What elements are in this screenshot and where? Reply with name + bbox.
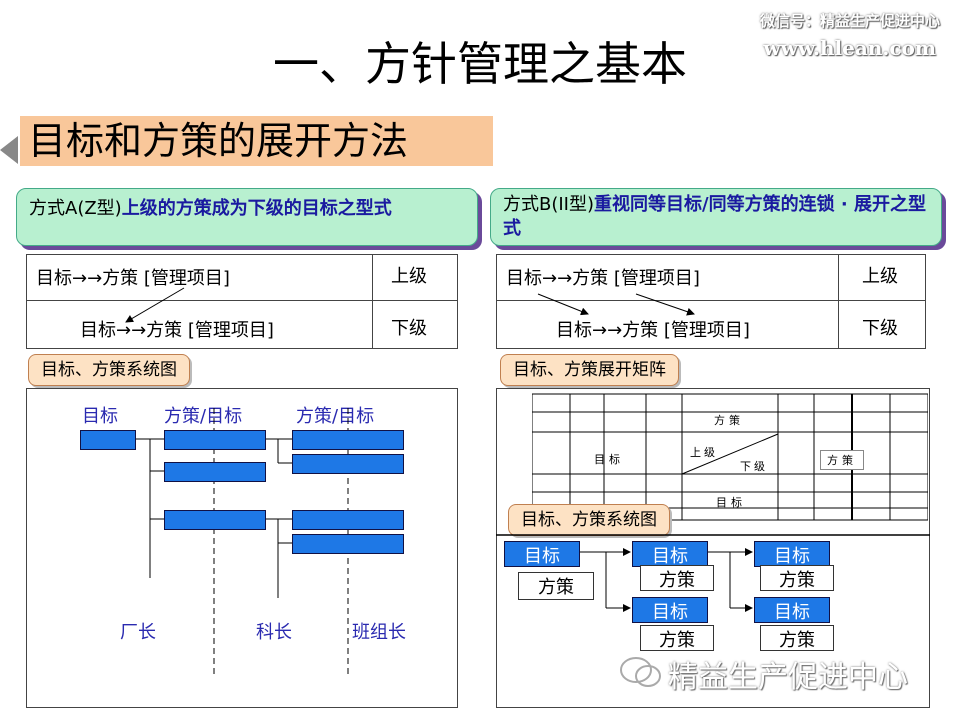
col-target-label: 目标 — [82, 406, 118, 427]
method-b-prefix: 方式B(II型) — [503, 194, 595, 215]
method-a-tag: 目标、方策系统图 — [28, 354, 190, 386]
method-a-header: 方式A(Z型)上级的方策成为下级的目标之型式 — [16, 188, 478, 246]
divider — [838, 254, 839, 349]
sys-target-4: 目标 — [754, 541, 830, 567]
target-bar — [80, 430, 136, 450]
sys-policy-4: 方策 — [760, 565, 834, 591]
method-a-level-table — [26, 254, 458, 349]
method-b-upper: 上级 — [862, 266, 898, 287]
method-b-ii-arrows — [537, 293, 695, 316]
method-b-row-bottom: 目标→→方策 [管理项目] — [556, 320, 750, 341]
method-b-lower: 下级 — [862, 318, 898, 339]
method-a-prefix: 方式A(Z型) — [29, 198, 122, 219]
subtitle-bar — [20, 116, 493, 166]
role-team-leader: 班组长 — [352, 622, 406, 643]
policy-bar — [292, 454, 404, 474]
method-b-tree-lines — [496, 534, 930, 612]
sys-target-2: 目标 — [632, 541, 708, 567]
sys-target-3: 目标 — [632, 597, 708, 623]
col-right-label: 方策/目标 — [296, 406, 375, 427]
sys-policy-2: 方策 — [640, 565, 714, 591]
matrix-lower-label: 下级 — [740, 460, 768, 473]
sys-target-1: 目标 — [504, 541, 580, 567]
divider — [496, 300, 926, 301]
policy-bar — [292, 510, 404, 530]
policy-bar — [292, 534, 404, 554]
method-b-tag-system: 目标、方策系统图 — [508, 504, 670, 536]
matrix-target-label: 目标 — [594, 453, 624, 466]
watermark-wechat: 微信号：精益生产促进中心 — [759, 12, 940, 30]
method-a-row-bottom: 目标→→方策 [管理项目] — [80, 320, 274, 341]
role-section-head: 科长 — [256, 622, 292, 643]
slide-marker-icon — [0, 136, 18, 164]
role-factory-head: 厂长 — [120, 622, 156, 643]
sys-policy-1: 方策 — [518, 572, 594, 600]
policy-bar — [164, 510, 266, 530]
method-a-desc: 上级的方策成为下级的目标之型式 — [121, 198, 392, 219]
subtitle: 目标和方策的展开方法 — [28, 119, 409, 163]
col-mid-label: 方策/目标 — [164, 406, 243, 427]
policy-bar — [292, 430, 404, 450]
policy-bar — [164, 430, 266, 450]
footer-logo-text: 精益生产促进中心 — [668, 660, 908, 695]
sys-policy-3: 方策 — [640, 625, 714, 651]
page-title: 一、方针管理之基本 — [273, 37, 687, 91]
method-a-upper: 上级 — [391, 266, 427, 287]
policy-bar — [164, 462, 266, 482]
sys-target-5: 目标 — [754, 597, 830, 623]
method-b-header: 方式B(II型)重视同等目标/同等方策的连锁 · 展开之型式 — [490, 188, 942, 246]
matrix-target-bottom-label: 目标 — [716, 496, 746, 509]
divider — [372, 254, 373, 349]
method-a-z-arrow — [125, 287, 185, 323]
method-b-desc: 重视同等目标/同等方策的连锁 · 展开之型式 — [503, 194, 926, 239]
method-b-row-top: 目标→→方策 [管理项目] — [506, 268, 700, 289]
method-b-level-table — [496, 254, 926, 349]
wechat-logo-icon — [618, 654, 662, 690]
matrix-policy-box: 方策 — [820, 450, 864, 470]
method-b-tag: 目标、方策展开矩阵 — [500, 354, 679, 386]
matrix-policy-label: 方策 — [714, 414, 744, 427]
method-a-row-top: 目标→→方策 [管理项目] — [36, 268, 230, 289]
divider — [26, 300, 458, 301]
sys-policy-5: 方策 — [760, 625, 834, 651]
matrix-upper-label: 上级 — [690, 446, 718, 459]
watermark-url: www.hlean.com — [763, 36, 936, 60]
method-a-lower: 下级 — [391, 318, 427, 339]
